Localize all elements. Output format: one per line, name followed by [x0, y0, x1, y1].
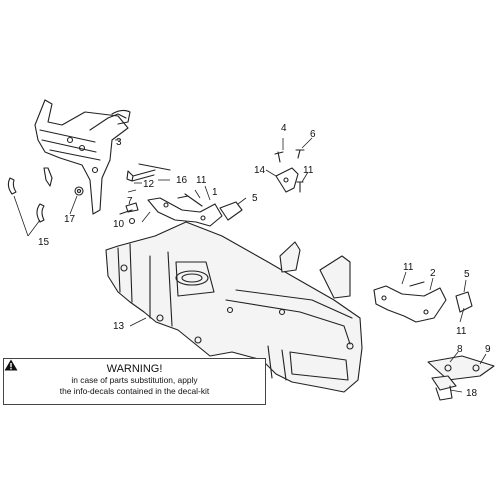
callout-14: 14 — [254, 165, 266, 176]
callout-18: 18 — [466, 388, 478, 399]
callout-12: 12 — [143, 179, 155, 190]
warning-triangle-icon — [4, 359, 18, 371]
clip-right — [455, 291, 473, 313]
callout-1: 1 — [212, 187, 218, 198]
warning-notice: WARNING! in case of parts substitution, … — [3, 358, 266, 405]
callout-5-right: 5 — [464, 269, 470, 280]
front-subframe-bracket — [34, 99, 131, 215]
footrest-bracket-right — [373, 281, 447, 323]
warning-text-line-1: in case of parts substitution, apply — [71, 375, 198, 385]
clip-left — [219, 201, 243, 221]
callout-5-left: 5 — [252, 193, 258, 204]
callout-16: 16 — [176, 175, 188, 186]
main-frame — [105, 221, 363, 393]
callout-15: 15 — [38, 237, 50, 248]
leader-lines — [13, 137, 487, 393]
warning-text-line-2: the info-decals contained in the decal-k… — [59, 386, 210, 396]
mount-plate — [427, 355, 495, 381]
callout-17: 17 — [64, 214, 76, 225]
callout-8: 8 — [457, 344, 463, 355]
callout-2: 2 — [430, 268, 436, 279]
callout-11-top-right: 11 — [303, 165, 314, 176]
callout-10: 10 — [113, 219, 125, 230]
long-bolts — [126, 163, 171, 182]
sensor-bracket — [274, 149, 305, 193]
callout-11-right-bottom: 11 — [456, 326, 467, 337]
nut — [74, 186, 84, 196]
footrest-bracket-left — [147, 193, 223, 227]
callout-11-right-top: 11 — [403, 262, 414, 273]
warning-header: WARNING! — [4, 359, 265, 375]
callout-4: 4 — [281, 123, 287, 134]
callout-7: 7 — [127, 196, 133, 207]
callout-13: 13 — [113, 321, 125, 332]
spacer — [431, 375, 457, 401]
callout-3: 3 — [116, 137, 122, 148]
callout-9: 9 — [485, 344, 491, 355]
small-screws — [119, 202, 139, 225]
spring-hooks — [7, 177, 45, 223]
callout-11-top-left: 11 — [196, 175, 207, 186]
warning-title: WARNING! — [106, 363, 163, 375]
callout-6: 6 — [310, 129, 316, 140]
